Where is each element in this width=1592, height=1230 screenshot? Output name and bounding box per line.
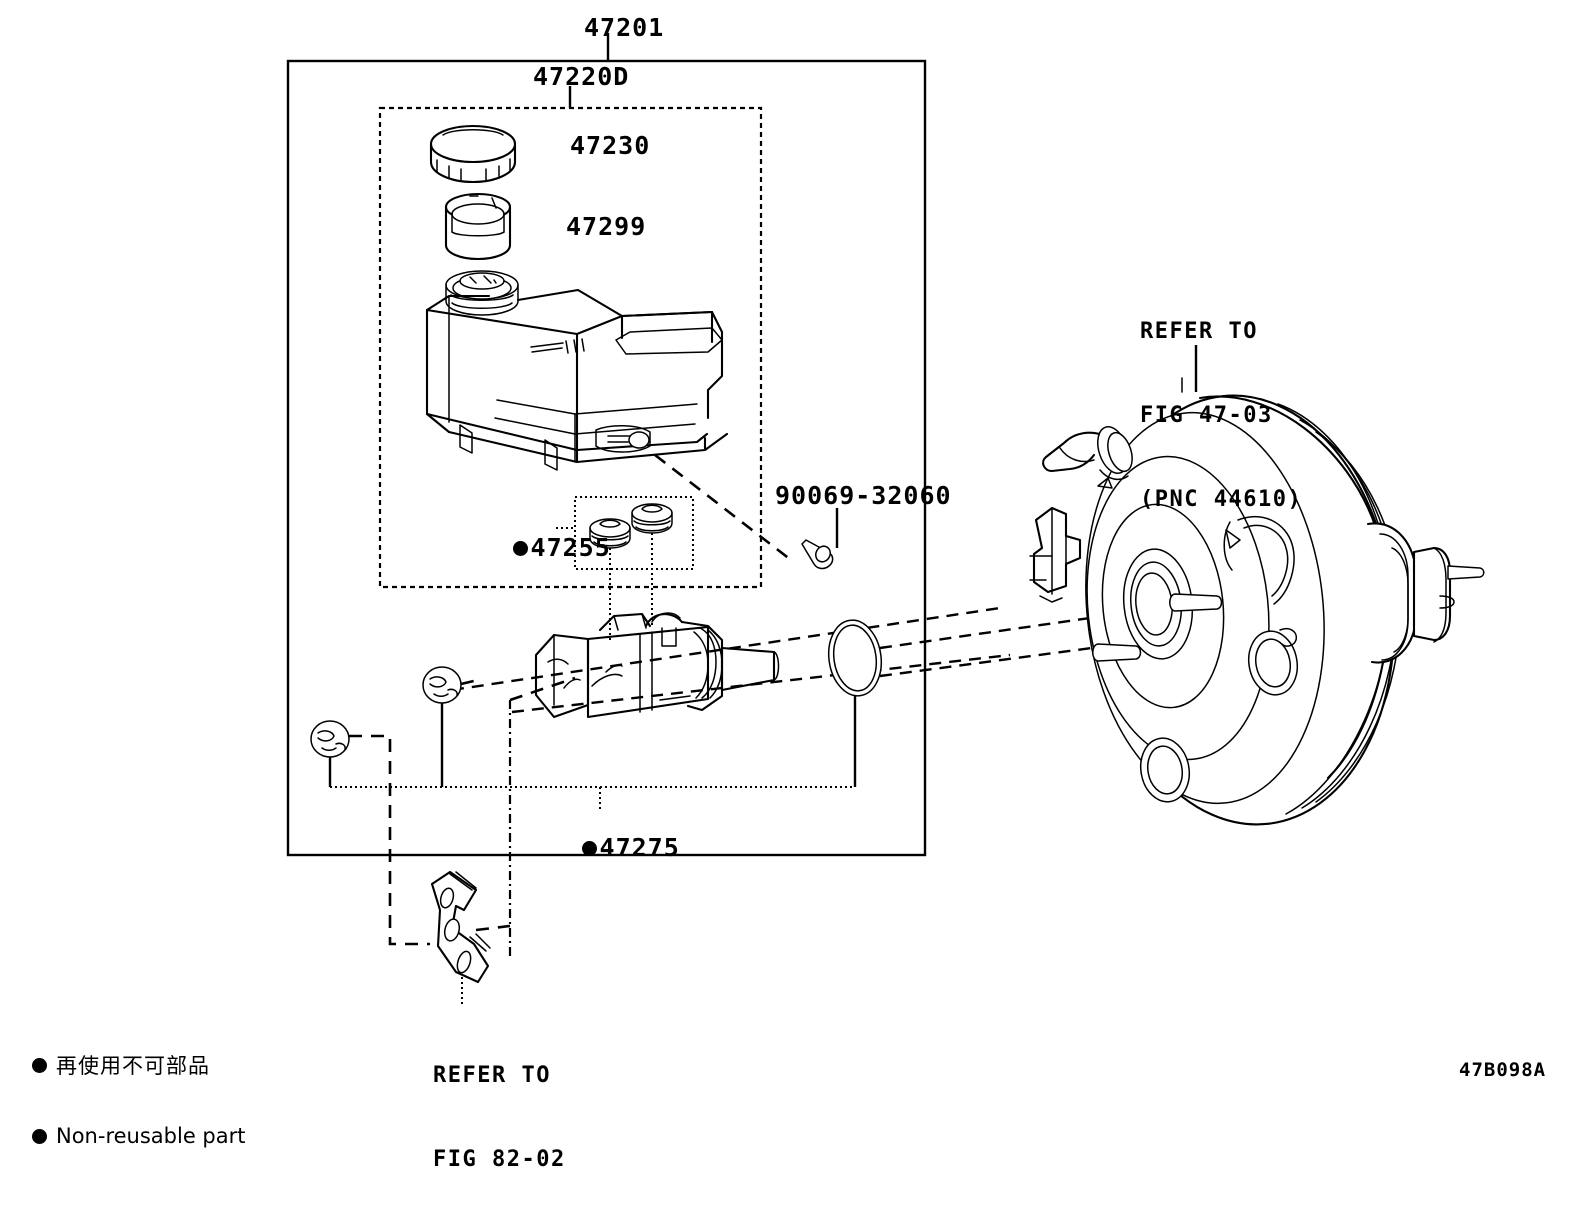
seal-clip-left [310,720,350,758]
pin-drawing [801,508,839,570]
reference-booster-line3: (PNC 44610) [1140,487,1303,512]
legend-dot-icon-en [32,1128,47,1144]
non-reusable-dot-icon [512,541,528,556]
leader-clip-to-bracket [349,734,430,946]
assembly-axis-lower [511,653,1011,714]
label-47255-group: 47255 [474,514,611,581]
reference-bracket-line1: REFER TO [433,1063,551,1088]
reservoir-strainer-drawing [444,192,512,261]
parts-diagram-canvas: .s{fill:none;stroke:#000;stroke-width:2.… [32,13,1547,1172]
bracket-drawing [430,870,511,1005]
leader-47275-to-cylinder [509,676,576,702]
subassembly-frame-47220D [378,86,763,589]
grommet-box [556,496,694,640]
label-47275: 47275 [599,833,680,862]
figure-code: 47B098A [1459,1059,1547,1081]
part-bracket-47275 [328,696,857,812]
label-47201: 47201 [584,13,665,42]
label-47220D: 47220D [533,62,630,91]
legend-row-japanese: 再使用不可部品 [32,1050,245,1080]
leader-clip-right-to-cylinder [460,678,479,686]
brake-booster-drawing [1029,377,1485,826]
reference-booster-line1: REFER TO [1140,319,1258,344]
label-47255: 47255 [530,533,611,562]
reference-booster-line2: FIG 47-03 [1140,403,1273,428]
label-90069-32060: 90069-32060 [775,481,952,510]
label-47230: 47230 [570,131,651,160]
label-47275-group: 47275 [543,814,680,881]
reference-bracket: REFER TO FIG 82-02 [433,1006,566,1230]
seal-clip-right [422,666,462,704]
master-cylinder-drawing [534,612,780,719]
assembly-axis-upper [451,606,1001,692]
legend-row-english: Non-reusable part [32,1124,245,1148]
leader-tank-to-grommets [654,453,792,562]
legend: 再使用不可部品 Non-reusable part [32,1012,245,1186]
reference-bracket-line2: FIG 82-02 [433,1147,566,1172]
leader-bracket-dashdot [475,924,511,932]
reference-booster: REFER TO FIG 47-03 (PNC 44610) [1140,262,1302,570]
non-reusable-dot-icon-2 [581,841,597,856]
label-47299: 47299 [566,212,647,241]
legend-dot-icon-jp [32,1057,47,1073]
reservoir-cap-drawing [429,124,517,184]
legend-text-japanese: 再使用不可部品 [56,1054,210,1078]
assembly-frame-47201 [286,33,927,857]
legend-text-english: Non-reusable part [56,1124,246,1148]
reservoir-tank-drawing [425,270,729,471]
o-ring-drawing [827,619,883,697]
diagram-linework: .s{fill:none;stroke:#000;stroke-width:2.… [286,33,1485,1005]
